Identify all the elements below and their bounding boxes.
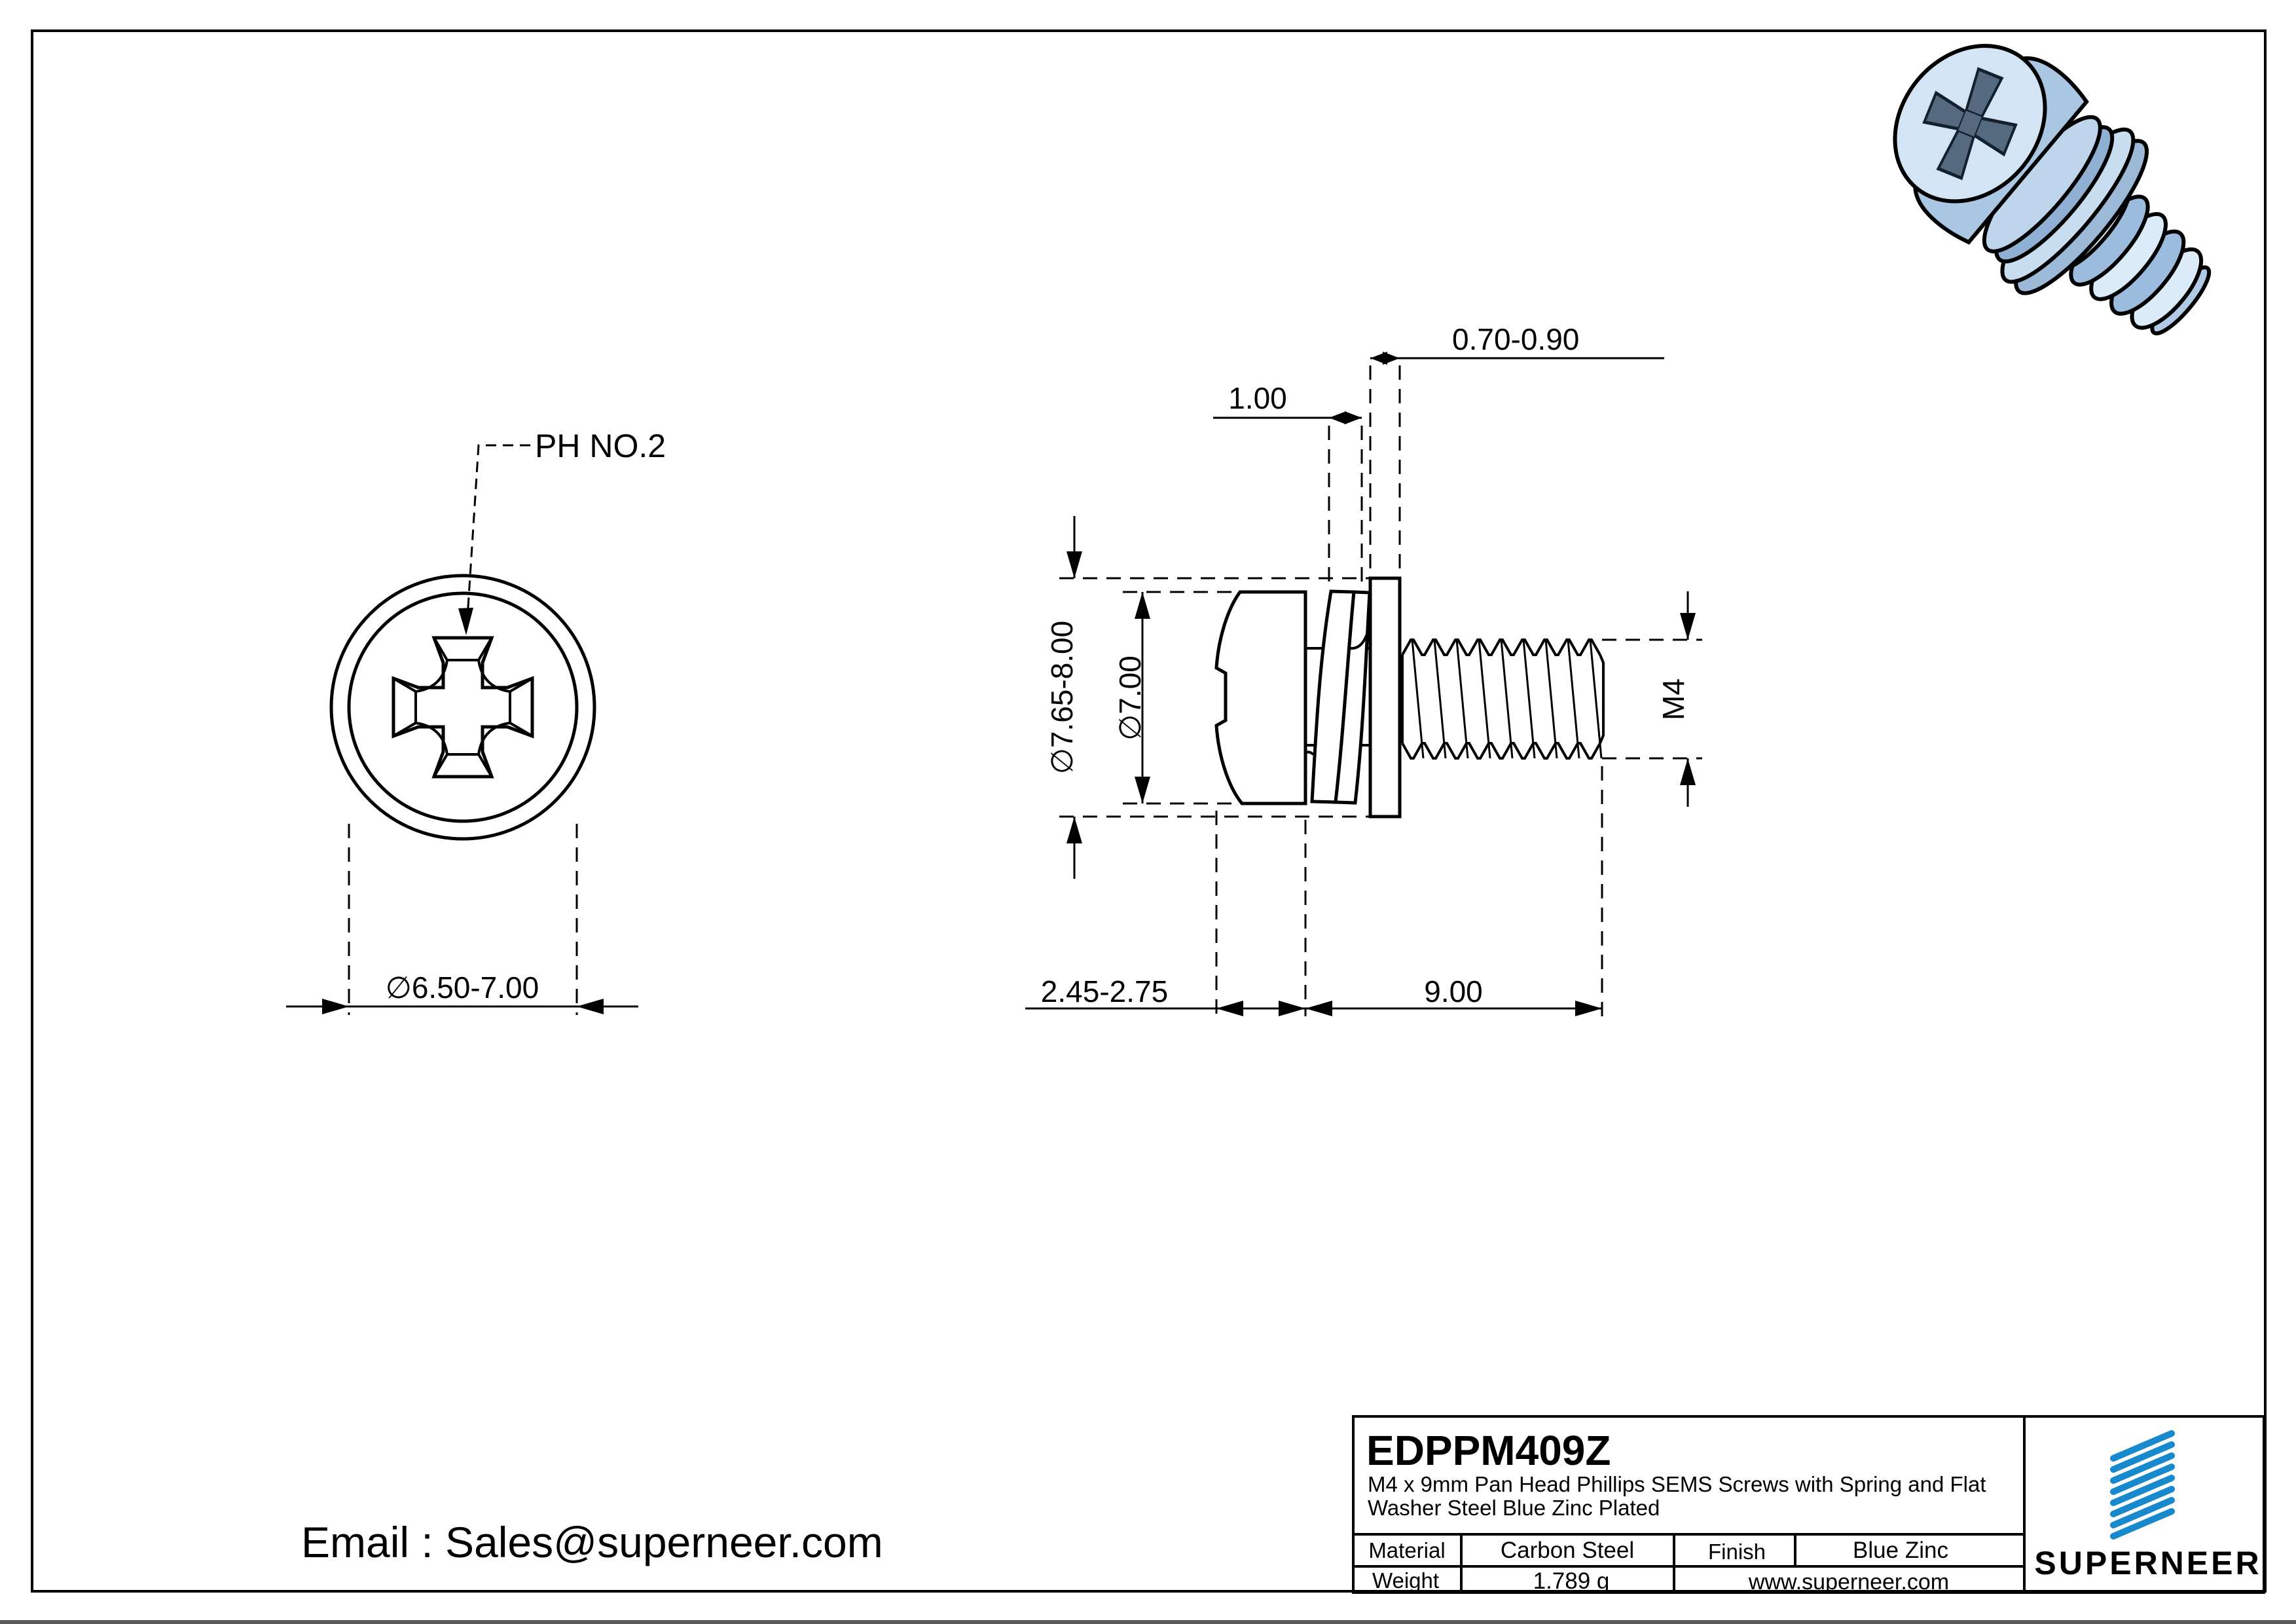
material-value: Carbon Steel	[1501, 1538, 1634, 1563]
head-od-label: ∅7.00	[1113, 655, 1147, 741]
side-view: ∅7.65-8.00 ∅7.00 M4 1.00 0.70-0.90 2.45-	[1025, 322, 1702, 1016]
thread-zigzag-bottom	[1401, 742, 1601, 760]
thread-length-label: 9.00	[1424, 974, 1483, 1008]
part-number: EDPPM409Z	[1366, 1427, 1611, 1474]
flat-thickness-arrow-right	[1383, 352, 1400, 365]
ph-leader-line	[465, 444, 530, 628]
front-dim-arrow-left	[322, 999, 349, 1014]
spring-thickness-label: 1.00	[1228, 381, 1287, 415]
contact-email: Email : Sales@superneer.com	[301, 1518, 883, 1566]
head-height-arrow-right	[1279, 1001, 1305, 1016]
thread-ridge-5	[2130, 247, 2204, 330]
thread-ridge-3	[2089, 212, 2168, 301]
spring-thickness-arrow-right	[1345, 411, 1362, 424]
washer-od-extension-lines	[1059, 577, 1370, 818]
head-od-arrow-top	[1135, 592, 1150, 619]
website-link[interactable]: www.superneer.com	[1748, 1570, 1949, 1595]
phillips-recess-3d	[1922, 67, 2018, 181]
page-border	[31, 29, 2267, 1593]
thread-flank-lines	[1411, 639, 1603, 759]
superneer-logo: SUPERNEER	[2034, 1430, 2261, 1581]
thread-profile	[1401, 638, 1605, 760]
thread-dim-arrow-bottom	[1680, 758, 1696, 785]
flat-thickness-label: 0.70-0.90	[1452, 322, 1579, 356]
spring-thickness-extension-lines	[1328, 426, 1363, 591]
ph-leader-arrow	[458, 608, 473, 635]
title-block: EDPPM409Z M4 x 9mm Pan Head Phillips SEM…	[1352, 1415, 2265, 1595]
front-diameter-label: ∅6.50-7.00	[386, 970, 539, 1005]
title-block-border	[1352, 1415, 2265, 1594]
front-dim-extension-lines	[348, 824, 578, 1015]
length-arrow-left	[1305, 1001, 1332, 1016]
thread-ridge-4	[2109, 229, 2186, 316]
description-line1: M4 x 9mm Pan Head Phillips SEMS Screws w…	[1368, 1472, 1986, 1496]
bottom-dim-extension-lines	[1215, 766, 1603, 1016]
front-view: PH NO.2 ∅6.50-7.00	[286, 428, 666, 1015]
head-od-arrow-bottom	[1135, 777, 1150, 803]
weight-label: Weight	[1372, 1568, 1439, 1593]
flat-thickness-extension-lines	[1369, 365, 1401, 576]
material-label: Material	[1368, 1538, 1445, 1562]
ph-no2-label: PH NO.2	[535, 428, 666, 464]
screw-3d-render	[1893, 44, 2212, 336]
head-profile	[1214, 590, 1307, 805]
description-line2: Washer Steel Blue Zinc Plated	[1368, 1496, 1660, 1520]
recess-center	[1958, 111, 1982, 137]
thread-end-face	[1599, 654, 1605, 744]
finish-value: Blue Zinc	[1853, 1538, 1948, 1563]
weight-value: 1.789 g	[1533, 1568, 1610, 1594]
washer-od-arrow-top	[1066, 551, 1082, 578]
spring-washer-coil-end-bottom	[1304, 750, 1315, 756]
length-arrow-right	[1575, 1001, 1602, 1016]
spring-washer-coil-end-top	[1349, 627, 1370, 650]
flat-washer	[1368, 576, 1402, 819]
washer-od-label: ∅7.65-8.00	[1045, 621, 1079, 774]
washer-od-arrow-bottom	[1066, 817, 1082, 843]
brand-wordmark: SUPERNEER	[2034, 1545, 2261, 1581]
finish-label: Finish	[1708, 1540, 1766, 1564]
head-od-extension-lines	[1123, 591, 1241, 805]
phillips-cross-detail	[392, 637, 534, 778]
sheet-bottom-edge	[0, 1620, 2296, 1624]
head-height-arrow-left	[1216, 1001, 1243, 1016]
thread-ridge-2	[2069, 194, 2150, 287]
logo-stripes	[2110, 1430, 2175, 1540]
thread-dim-arrow-top	[1680, 613, 1696, 640]
head-height-label: 2.45-2.75	[1041, 974, 1168, 1008]
spring-thickness-arrow-left	[1329, 411, 1346, 424]
thread-dim-extension-lines	[1602, 638, 1702, 760]
thread-size-label: M4	[1656, 678, 1690, 720]
front-dim-arrow-right	[577, 999, 604, 1014]
